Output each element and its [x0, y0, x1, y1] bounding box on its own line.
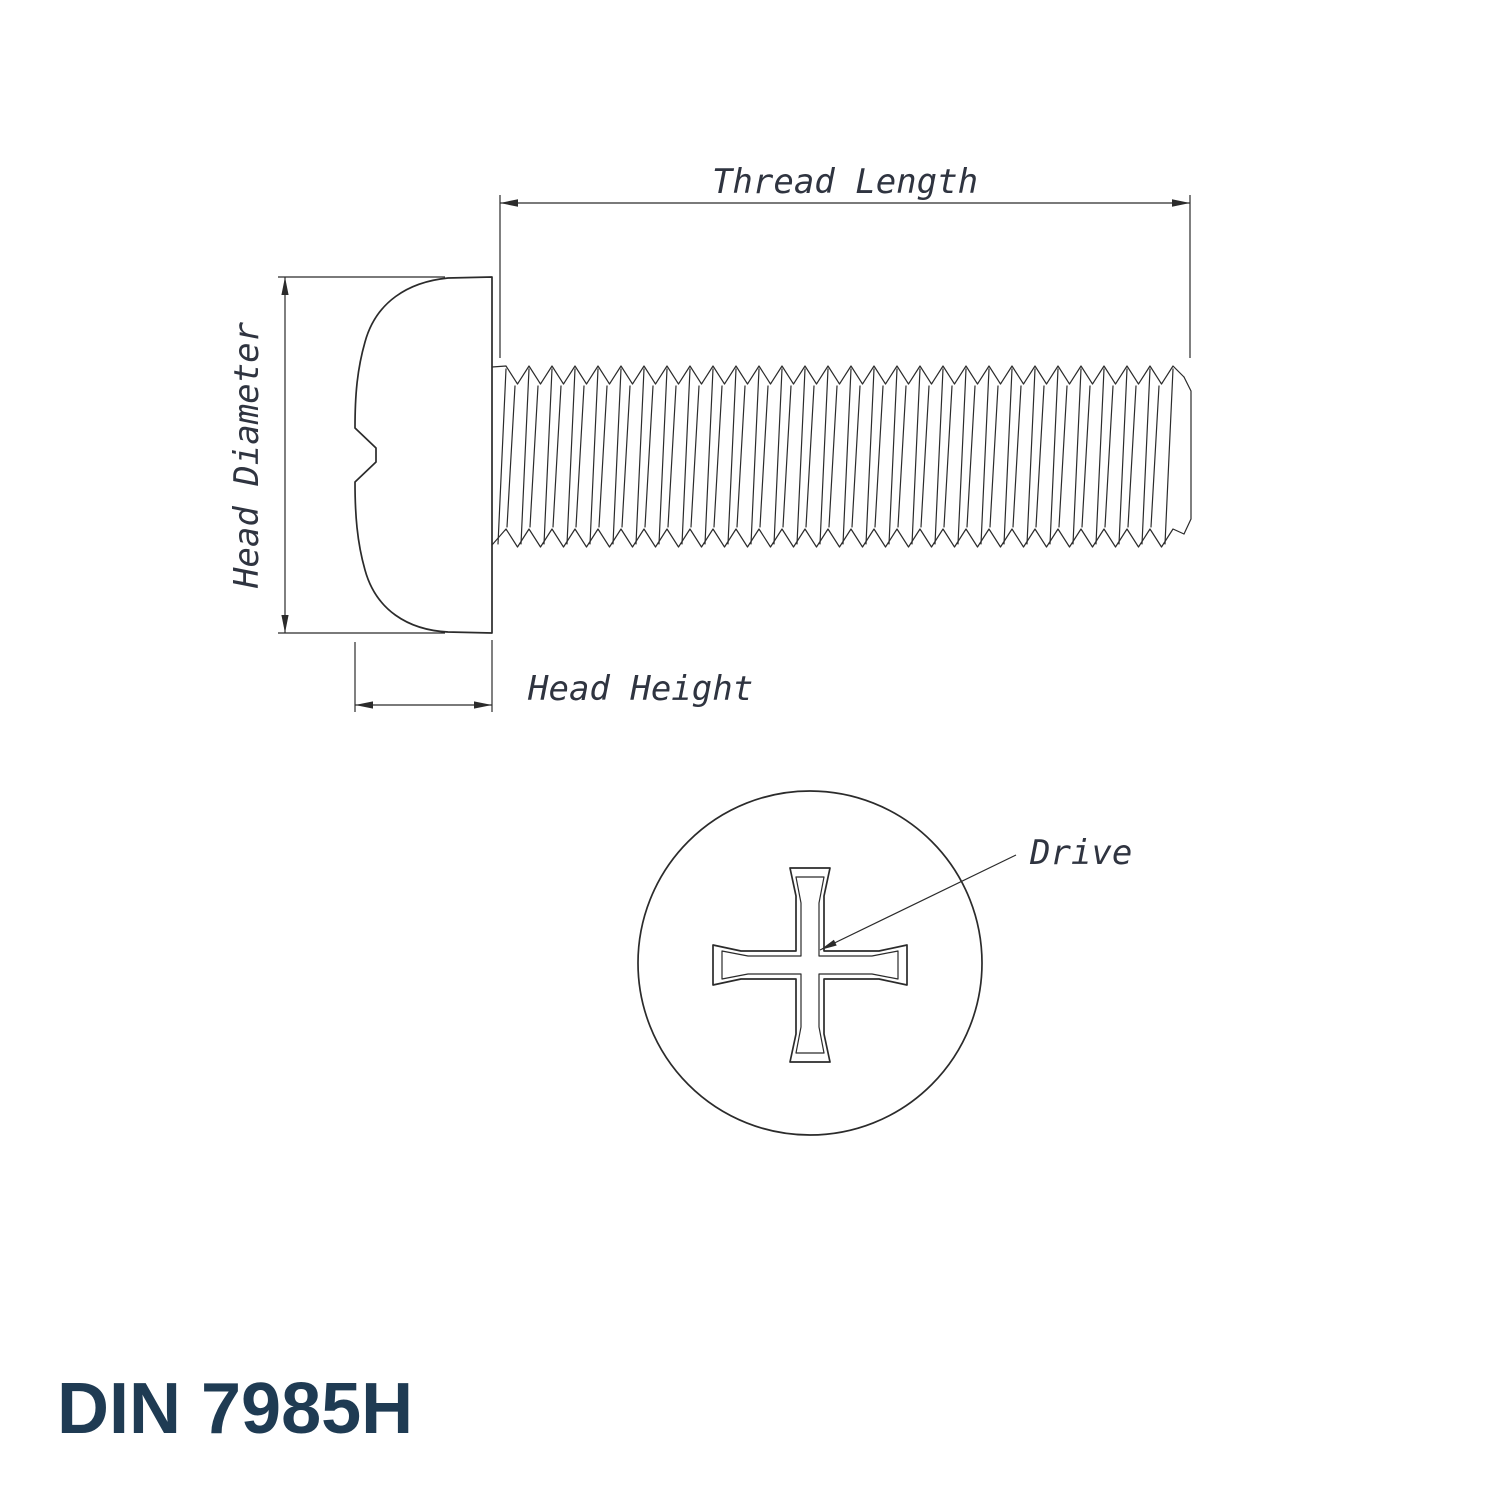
screw-side-view	[354, 276, 1192, 634]
thread-length-arrow-right	[1172, 199, 1190, 207]
head-diameter-dimension: Head Diameter	[227, 276, 445, 634]
head-height-arrow-right	[474, 701, 492, 709]
screw-head-outline	[354, 276, 493, 634]
thread-length-dimension: Thread Length	[499, 162, 1191, 358]
head-diameter-arrow-top	[281, 277, 289, 295]
drive-leader-line	[819, 854, 1017, 951]
screw-top-view: Drive	[637, 790, 1132, 1136]
head-height-label: Head Height	[527, 669, 753, 709]
thread-bottom-profile	[491, 528, 1185, 548]
thread-length-label: Thread Length	[712, 162, 978, 202]
head-height-dimension: Head Height	[354, 640, 753, 712]
drive-leader-arrow	[820, 939, 837, 950]
head-diameter-arrow-bottom	[281, 615, 289, 633]
head-height-arrow-left	[355, 701, 373, 709]
head-diameter-label: Head Diameter	[227, 321, 267, 589]
thread-end-face	[1183, 376, 1192, 535]
drive-label: Drive	[1029, 833, 1132, 873]
phillips-drive-inner-outline	[721, 876, 899, 1054]
thread-length-arrow-left	[500, 199, 518, 207]
phillips-drive-outer-outline	[712, 867, 908, 1063]
head-circle-outline	[637, 790, 983, 1136]
thread-flank-lines	[497, 368, 1174, 545]
standard-title: DIN 7985H	[57, 1369, 413, 1449]
thread-top-profile	[491, 365, 1185, 385]
